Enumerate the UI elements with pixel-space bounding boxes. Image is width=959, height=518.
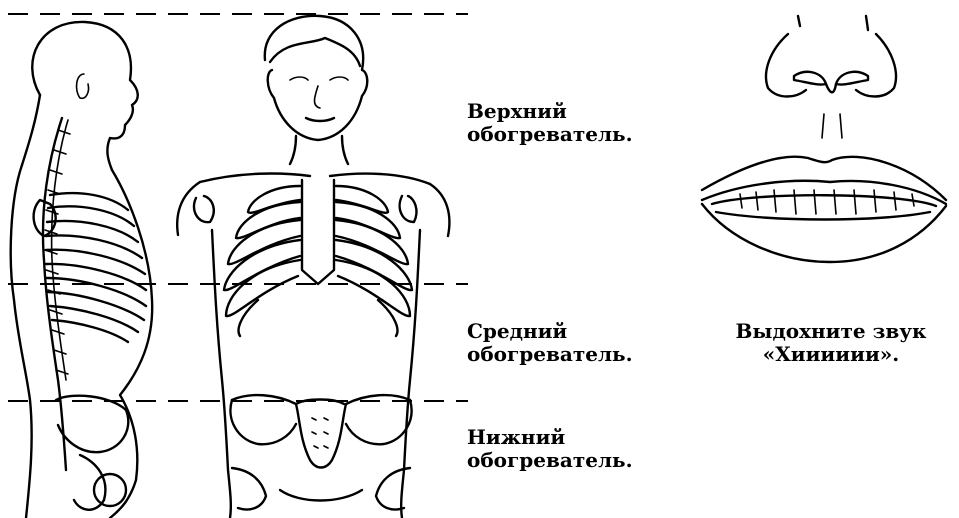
side-view-skeleton bbox=[11, 22, 152, 518]
lower-heater-label: Нижний обогреватель. bbox=[467, 426, 633, 472]
middle-heater-line1: Средний bbox=[467, 320, 633, 343]
upper-heater-line2: обогреватель. bbox=[467, 123, 633, 146]
upper-heater-line1: Верхний bbox=[467, 100, 633, 123]
middle-heater-label: Средний обогреватель. bbox=[467, 320, 633, 366]
lower-heater-line1: Нижний bbox=[467, 426, 633, 449]
middle-heater-line2: обогреватель. bbox=[467, 343, 633, 366]
exhale-instruction: Выдохните звук «Хииииии». bbox=[708, 320, 954, 366]
lower-heater-line2: обогреватель. bbox=[467, 449, 633, 472]
nose-drawing bbox=[766, 16, 896, 138]
upper-heater-label: Верхний обогреватель. bbox=[467, 100, 633, 146]
mouth-drawing bbox=[702, 157, 946, 262]
front-view-skeleton bbox=[177, 16, 449, 518]
exhale-instruction-line2: «Хииииии». bbox=[708, 343, 954, 366]
exhale-instruction-line1: Выдохните звук bbox=[708, 320, 954, 343]
